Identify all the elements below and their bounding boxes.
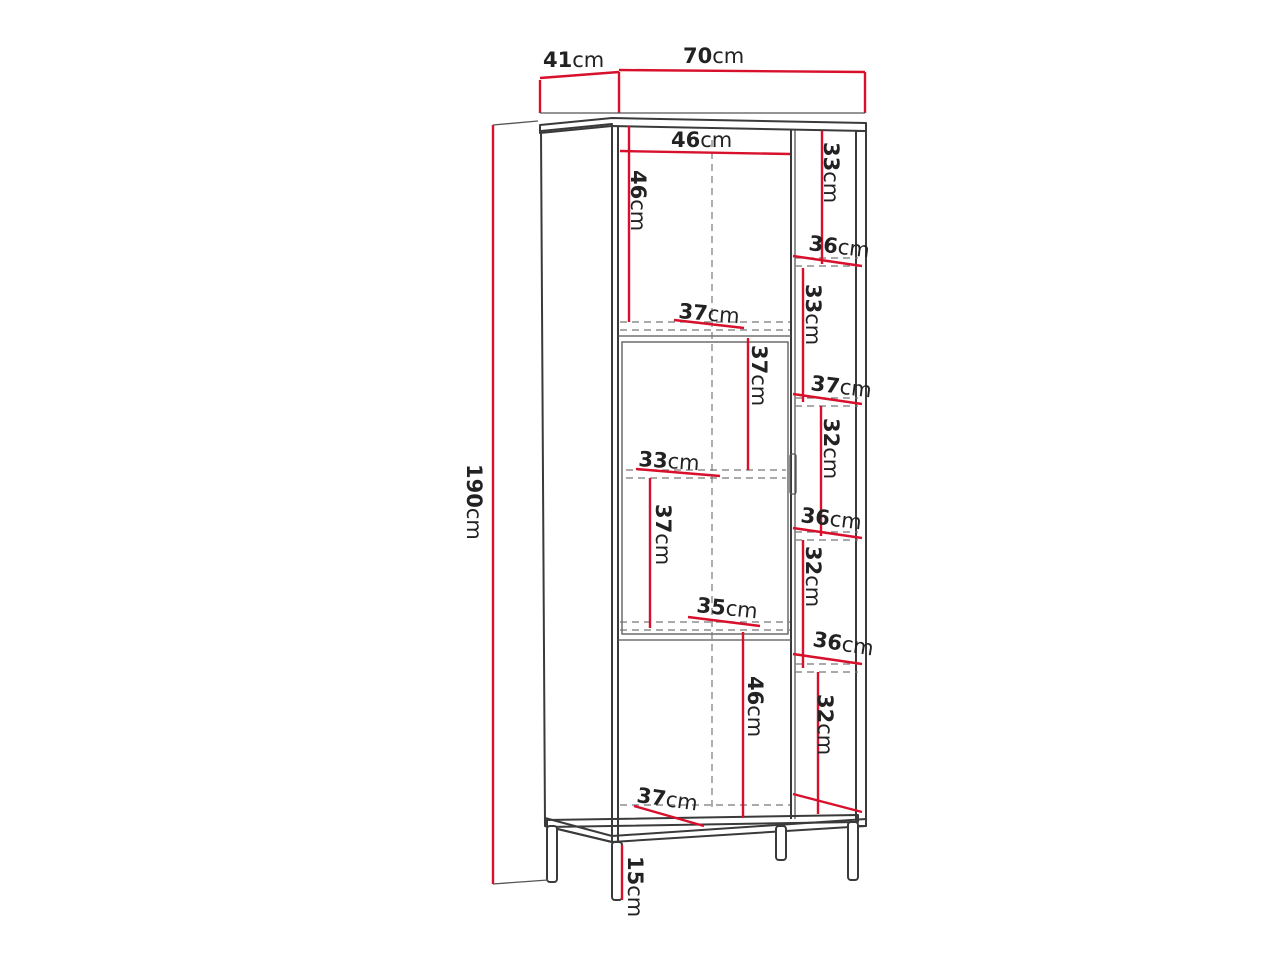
left-mid-shelf-depth-line: [635, 467, 721, 478]
right-4-depth-line: [792, 652, 863, 666]
right-2-depth-line: [792, 392, 863, 406]
label-right-1-height: 33cm: [819, 142, 843, 203]
label-left-top-height: 46cm: [626, 170, 650, 231]
leg-front-right: [847, 821, 859, 881]
leg-front-left: [611, 841, 623, 901]
label-left-mid-height: 37cm: [747, 345, 771, 406]
bottom-plinth: [544, 817, 867, 843]
label-right-4-depth: 36cm: [811, 627, 875, 660]
label-left-low-height: 37cm: [651, 504, 675, 565]
left-top-shelf-depth-line: [673, 318, 745, 330]
inner-width-line: [619, 149, 791, 156]
dimension-labels: 41cm 70cm 46cm 37cm 33cm 35cm 37cm 36cm …: [462, 44, 875, 917]
label-leg-height: 15cm: [623, 856, 647, 917]
label-width: 70cm: [683, 44, 744, 68]
label-right-2-depth: 37cm: [809, 371, 873, 402]
label-depth: 41cm: [543, 48, 604, 72]
label-left-mid-shelf-depth: 33cm: [638, 447, 701, 475]
right-shelves: [795, 257, 858, 673]
left-bottom-depth-line: [633, 804, 705, 828]
glass-door-frame: [621, 341, 789, 635]
label-height: 190cm: [462, 464, 486, 540]
leg-back-left: [546, 825, 558, 883]
label-right-4-height: 32cm: [801, 546, 825, 607]
right-1-depth-line: [792, 254, 863, 268]
label-left-bottom-height: 46cm: [743, 676, 767, 737]
label-right-1-depth: 36cm: [807, 231, 871, 262]
legs: [546, 814, 859, 901]
label-left-top-shelf-depth: 37cm: [678, 299, 741, 328]
right-5-bottom-line: [792, 792, 863, 814]
leg-back-right: [775, 825, 787, 861]
left-side-panel: [540, 123, 613, 843]
door-handle: [789, 453, 797, 495]
label-right-2-height: 33cm: [801, 284, 825, 345]
dimension-lines: [491, 68, 867, 900]
right-3-depth-line: [792, 526, 863, 540]
label-right-3-height: 32cm: [819, 418, 843, 479]
right-side-panel: [855, 130, 867, 827]
label-right-3-depth: 36cm: [799, 503, 863, 534]
label-left-bottom-depth: 37cm: [635, 783, 699, 815]
label-inner-width: 46cm: [671, 128, 732, 152]
left-low-shelf-depth-line: [687, 615, 761, 628]
width-line: [618, 68, 866, 74]
label-right-5-height: 32cm: [813, 694, 837, 755]
label-left-low-shelf-depth: 35cm: [695, 593, 758, 623]
